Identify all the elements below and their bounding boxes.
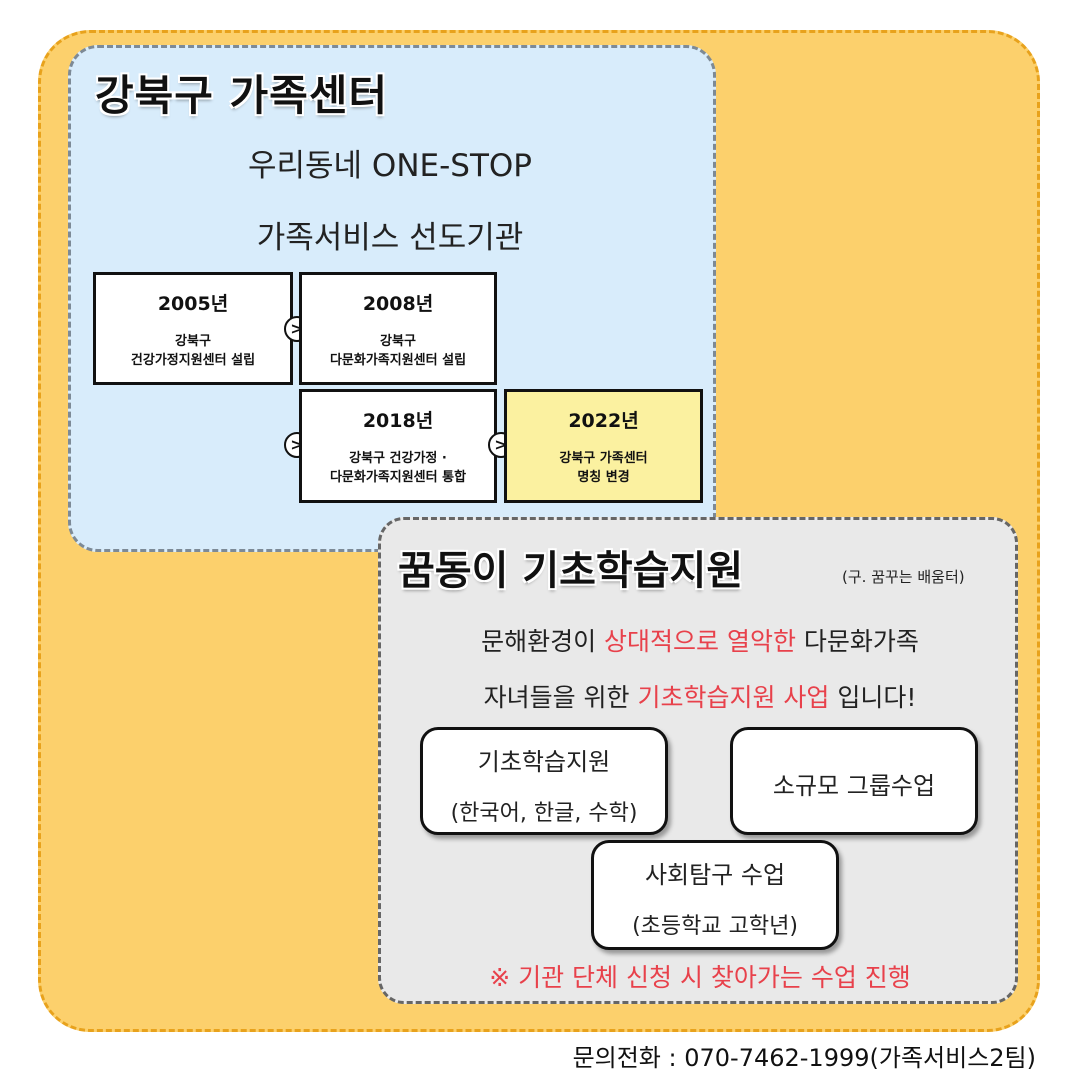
- timeline-desc: 강북구 건강가정 · 다문화가족지원센터 통합: [329, 451, 467, 485]
- timeline-item-2008: 2008년 강북구 다문화가족지원센터 설립: [299, 272, 497, 385]
- service-card-small-group: 소규모 그룹수업: [730, 727, 978, 835]
- timeline-item-2005: 2005년 강북구 건강가정지원센터 설립: [93, 272, 293, 385]
- service-title: 기초학습지원: [477, 748, 611, 776]
- center-title: 강북구 가족센터: [95, 71, 389, 120]
- program-title: 꿈동이 기초학습지원: [398, 548, 744, 594]
- program-desc-line-1: 문해환경이 상대적으로 열악한 다문화가족: [395, 622, 1005, 658]
- desc-text: 다문화가족: [795, 627, 919, 656]
- timeline-desc: 강북구 가족센터 명칭 변경: [559, 451, 648, 485]
- service-title: 사회탐구 수업: [644, 861, 786, 889]
- timeline-item-2018: 2018년 강북구 건강가정 · 다문화가족지원센터 통합: [299, 389, 497, 503]
- timeline-year: 2008년: [362, 293, 434, 315]
- service-detail: (초등학교 고학년): [632, 914, 798, 939]
- timeline-year: 2018년: [362, 410, 434, 432]
- service-card-social-studies: 사회탐구 수업 (초등학교 고학년): [591, 840, 839, 950]
- program-notice: ※ 기관 단체 신청 시 찾아가는 수업 진행: [489, 963, 911, 992]
- timeline-desc: 강북구 건강가정지원센터 설립: [130, 334, 256, 368]
- slogan-line-2: 가족서비스 선도기관: [256, 220, 524, 256]
- desc-text: 문해환경이: [481, 627, 605, 656]
- service-card-basic-learning: 기초학습지원 (한국어, 한글, 수학): [420, 727, 668, 835]
- service-title: 소규모 그룹수업: [772, 772, 936, 800]
- desc-text: 자녀들을 위한: [483, 683, 638, 712]
- desc-highlight: 상대적으로 열악한: [604, 627, 796, 656]
- timeline-desc: 강북구 다문화가족지원센터 설립: [329, 334, 467, 368]
- contact-phone: 문의전화 : 070-7462-1999(가족서비스2팀): [572, 1044, 1036, 1072]
- timeline-item-2022: 2022년 강북구 가족센터 명칭 변경: [504, 389, 703, 503]
- timeline-year: 2005년: [157, 293, 229, 315]
- desc-text: 입니다!: [829, 683, 917, 712]
- desc-highlight: 기초학습지원 사업: [637, 683, 830, 712]
- service-detail: (한국어, 한글, 수학): [450, 801, 638, 826]
- timeline-year: 2022년: [568, 410, 639, 432]
- program-former-name: (구. 꿈꾸는 배움터): [842, 568, 965, 586]
- slogan-line-1: 우리동네 ONE-STOP: [247, 148, 532, 184]
- program-desc-line-2: 자녀들을 위한 기초학습지원 사업 입니다!: [395, 678, 1005, 714]
